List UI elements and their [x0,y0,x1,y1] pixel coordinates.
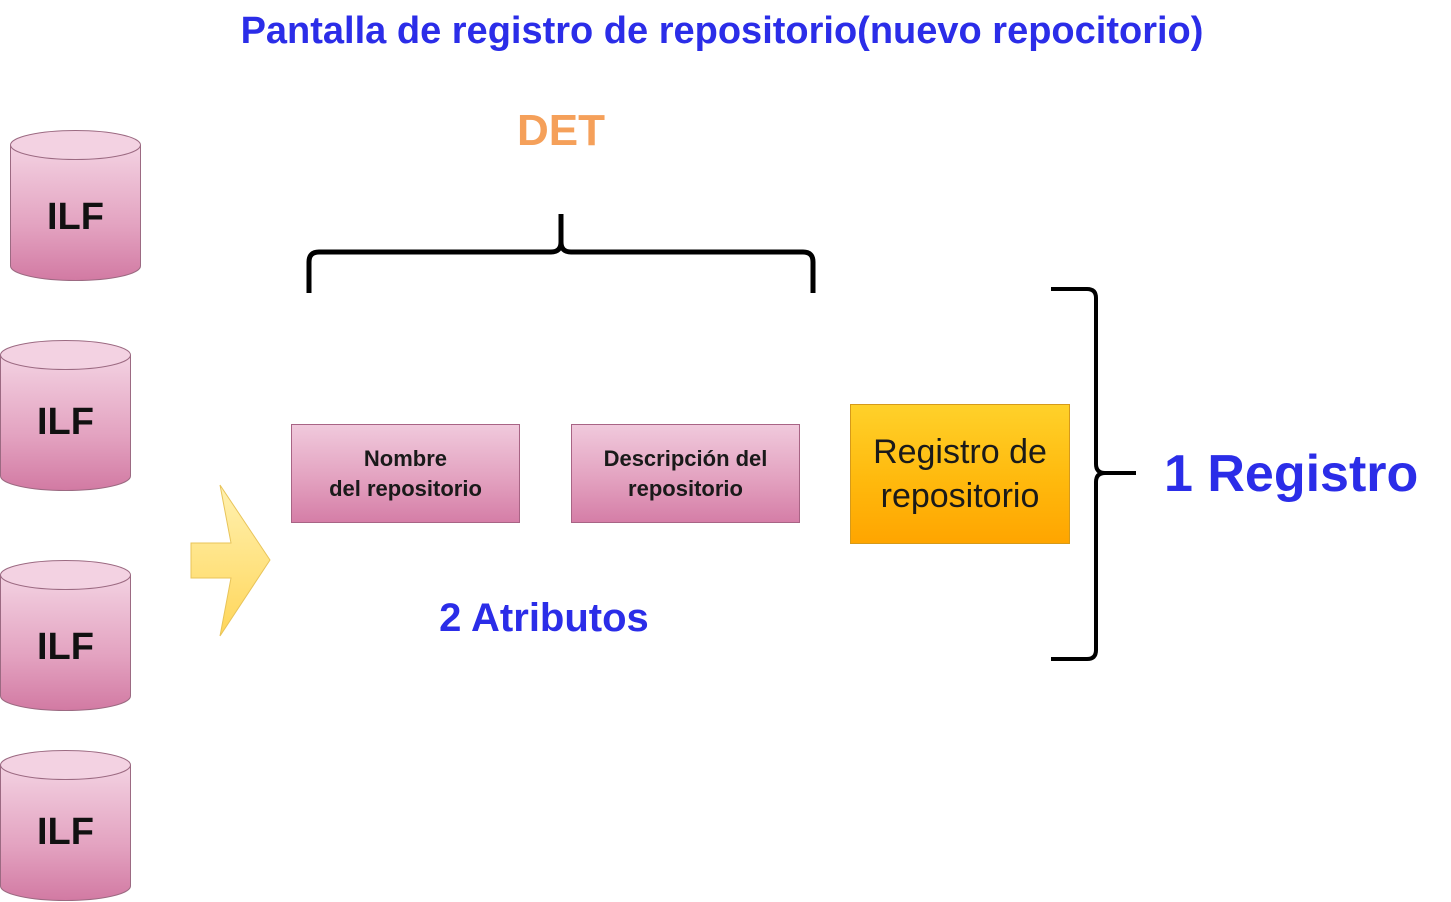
cylinder-icon [0,750,131,901]
ilf-label: ILF [47,196,104,238]
cylinder-icon [0,560,131,711]
ilf-store: ILF [0,340,131,491]
record-box: Registro de repositorio [850,404,1070,544]
ilf-store: ILF [10,130,141,281]
cylinder-icon [10,130,141,281]
attribute-box-descripcion: Descripción del repositorio [571,424,800,523]
ilf-label: ILF [37,401,94,443]
record-brace [1051,287,1136,661]
det-brace [306,214,816,293]
ilf-store: ILF [0,560,131,711]
cylinder-icon [0,340,131,491]
records-count-label: 1 Registro [1164,445,1419,503]
diagram-title: Pantalla de registro de repositorio(nuev… [240,10,1204,52]
det-label: DET [517,106,605,155]
ilf-label: ILF [37,811,94,853]
ilf-label: ILF [37,626,94,668]
attributes-count-label: 2 Atributos [439,596,649,640]
attribute-box-nombre: Nombre del repositorio [291,424,520,523]
flow-arrow [190,484,271,637]
ilf-store: ILF [0,750,131,901]
